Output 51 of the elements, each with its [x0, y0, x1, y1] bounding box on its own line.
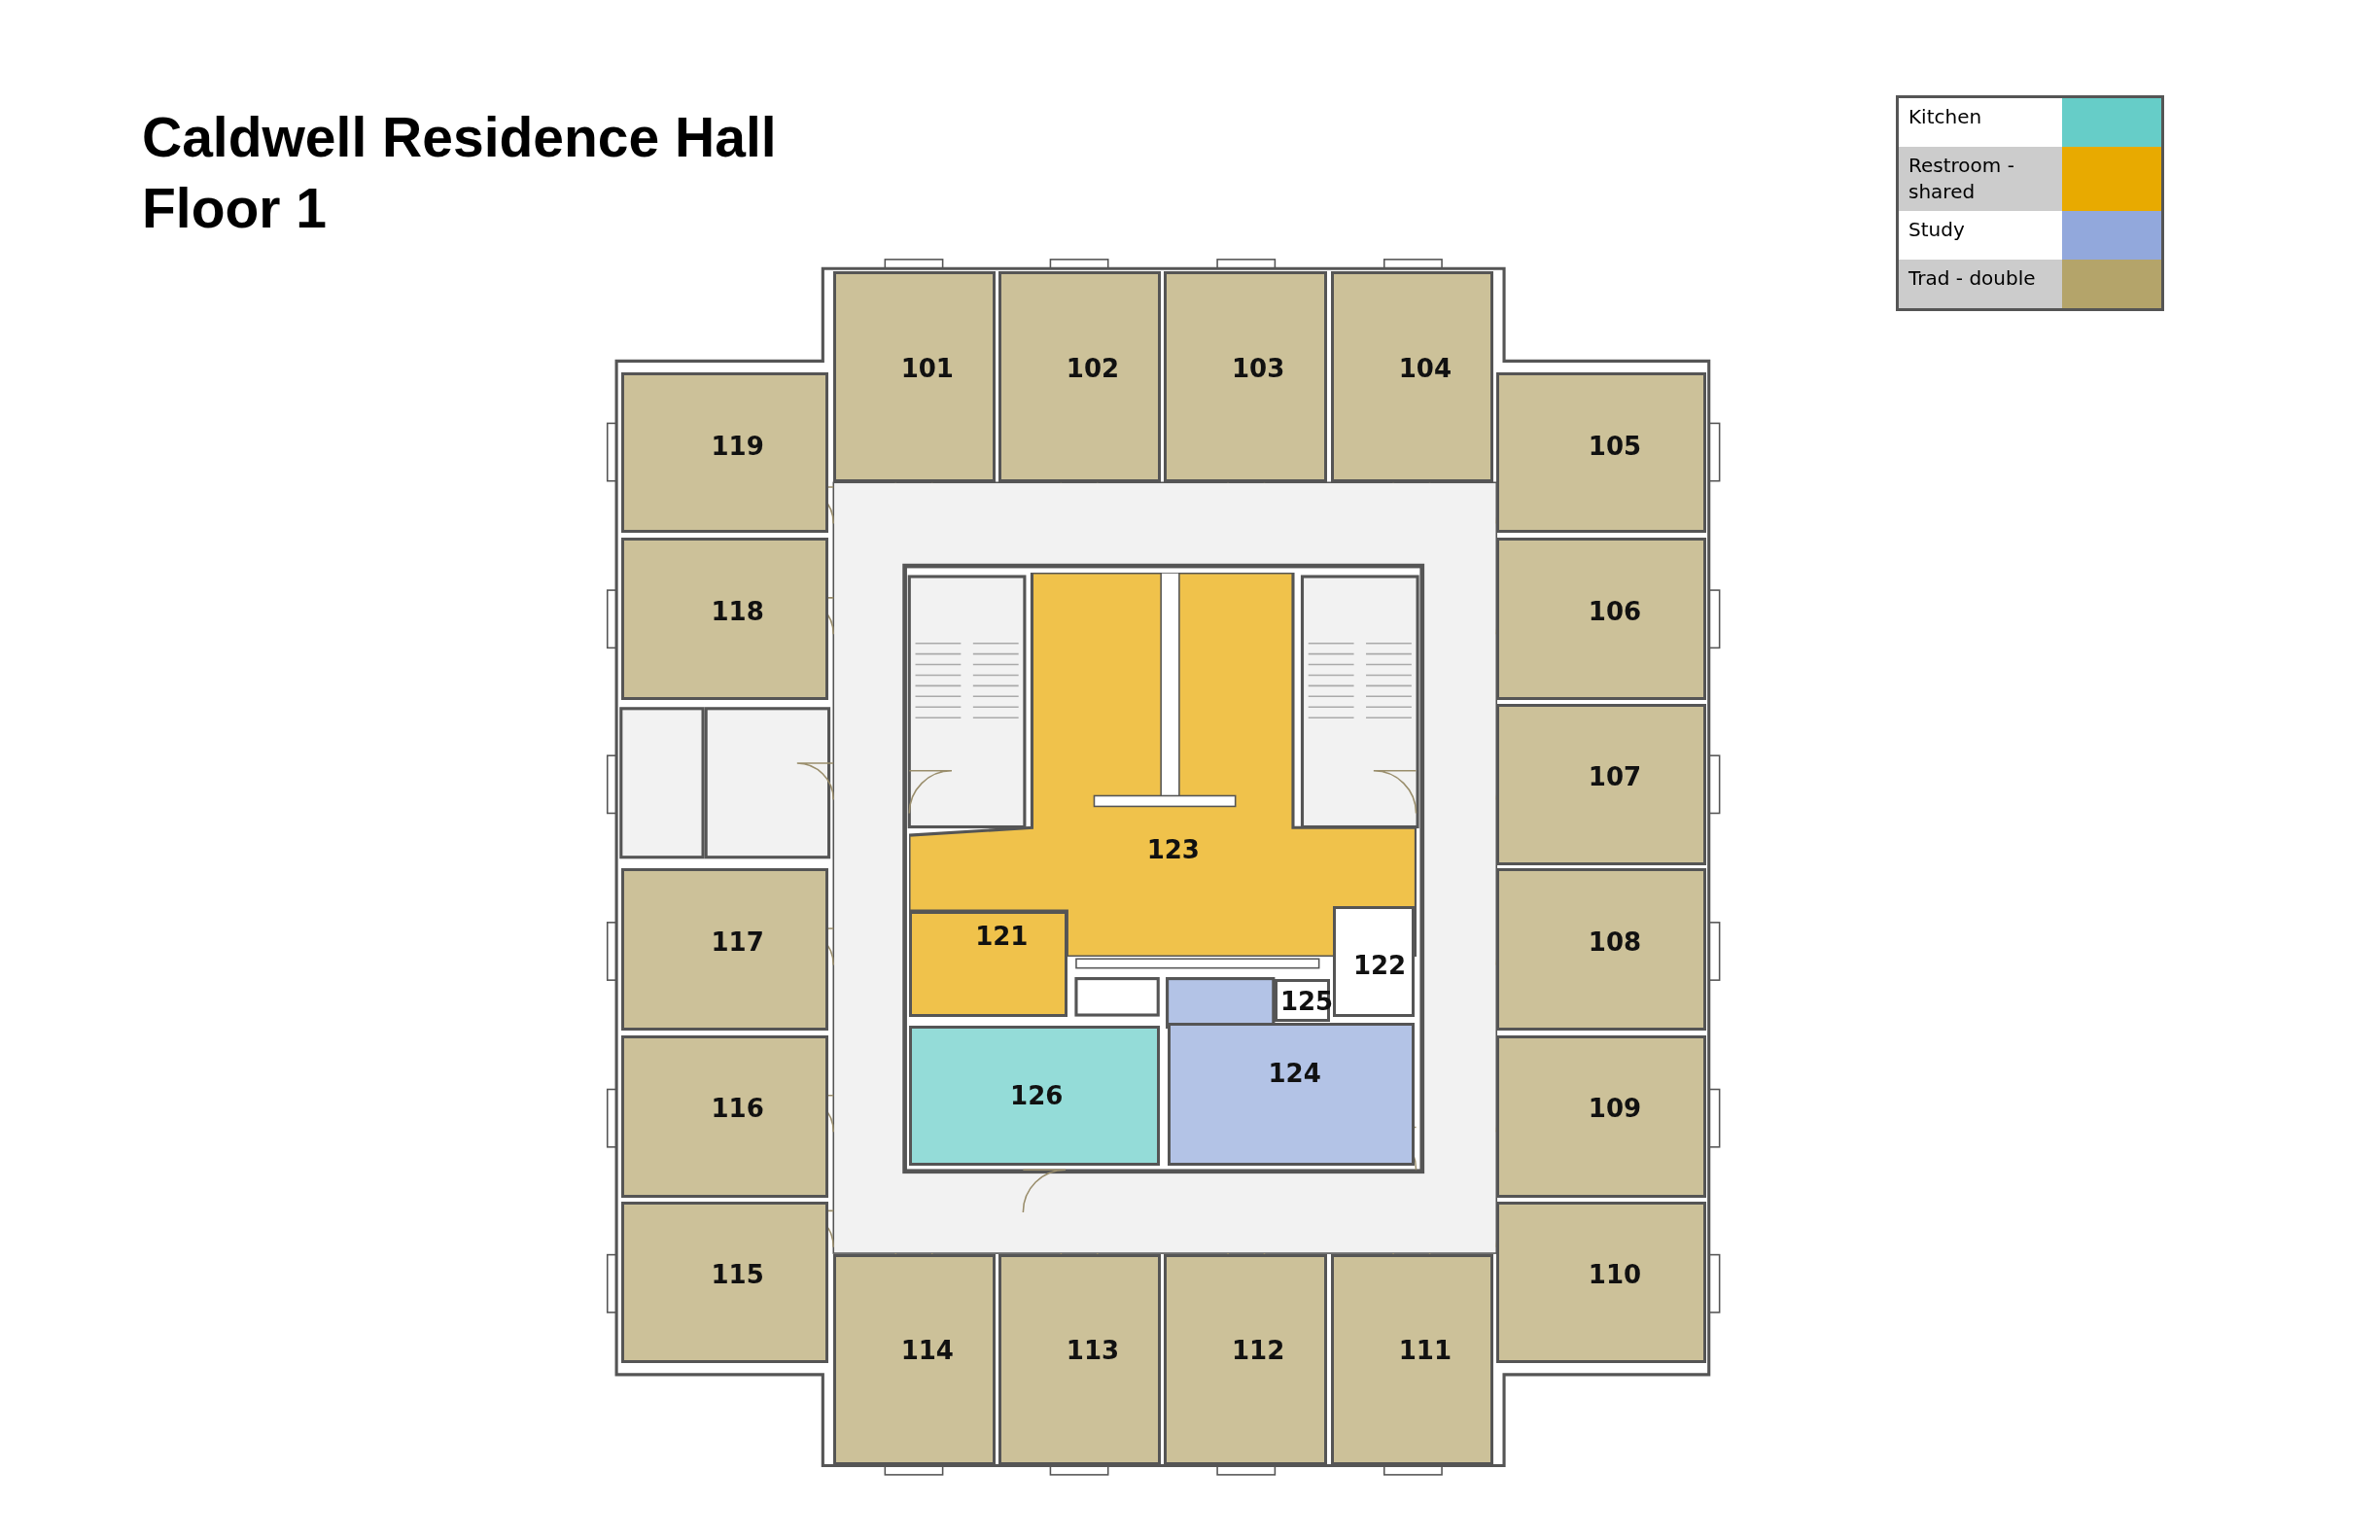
room — [833, 271, 997, 483]
room-number: 101 — [900, 354, 954, 384]
room-number: 119 — [711, 431, 764, 461]
room-number: 112 — [1232, 1336, 1285, 1366]
room-number: 106 — [1588, 597, 1642, 627]
room — [909, 1026, 1160, 1166]
room-number: 109 — [1588, 1093, 1642, 1123]
room — [1164, 1253, 1327, 1465]
room-number: 114 — [900, 1336, 954, 1366]
room-number: 102 — [1066, 354, 1120, 384]
room — [833, 1253, 997, 1465]
room — [1496, 1034, 1706, 1198]
room — [998, 271, 1162, 483]
room-number: 118 — [711, 597, 764, 627]
room — [1496, 704, 1706, 865]
room-number: 123 — [1146, 835, 1200, 865]
room — [620, 1202, 829, 1363]
room-number: 108 — [1588, 928, 1642, 958]
room-number: 107 — [1588, 762, 1642, 792]
room-number: 111 — [1398, 1336, 1452, 1366]
room-number: 126 — [1010, 1081, 1064, 1111]
room — [909, 572, 1417, 957]
legend-label: Trad - double — [1899, 260, 2062, 308]
room — [1496, 537, 1706, 700]
room — [1496, 1202, 1706, 1363]
room-number: 116 — [711, 1093, 764, 1123]
room-number: 124 — [1268, 1058, 1321, 1088]
room-number: 121 — [975, 922, 1029, 952]
room — [1331, 1253, 1494, 1465]
room — [620, 537, 829, 700]
room — [1331, 271, 1494, 483]
room — [1496, 868, 1706, 1032]
room-number: 105 — [1588, 431, 1642, 461]
room — [909, 910, 1068, 1017]
room-number: 117 — [711, 928, 764, 958]
room — [998, 1253, 1162, 1465]
room-number: 110 — [1588, 1260, 1642, 1290]
room-number: 103 — [1232, 354, 1285, 384]
room-number: 122 — [1352, 950, 1407, 980]
room — [620, 868, 829, 1032]
room — [1167, 1023, 1416, 1166]
room — [620, 371, 829, 533]
title: Caldwell Residence Hall Floor 1 — [142, 105, 778, 241]
room — [1164, 271, 1327, 483]
room-number: 113 — [1066, 1336, 1120, 1366]
room — [620, 1034, 829, 1198]
room-number: 115 — [711, 1260, 764, 1290]
room-number: 104 — [1398, 354, 1452, 384]
room — [1332, 906, 1416, 1017]
legend-label: Restroom - shared — [1899, 147, 2062, 211]
room — [1496, 371, 1706, 533]
